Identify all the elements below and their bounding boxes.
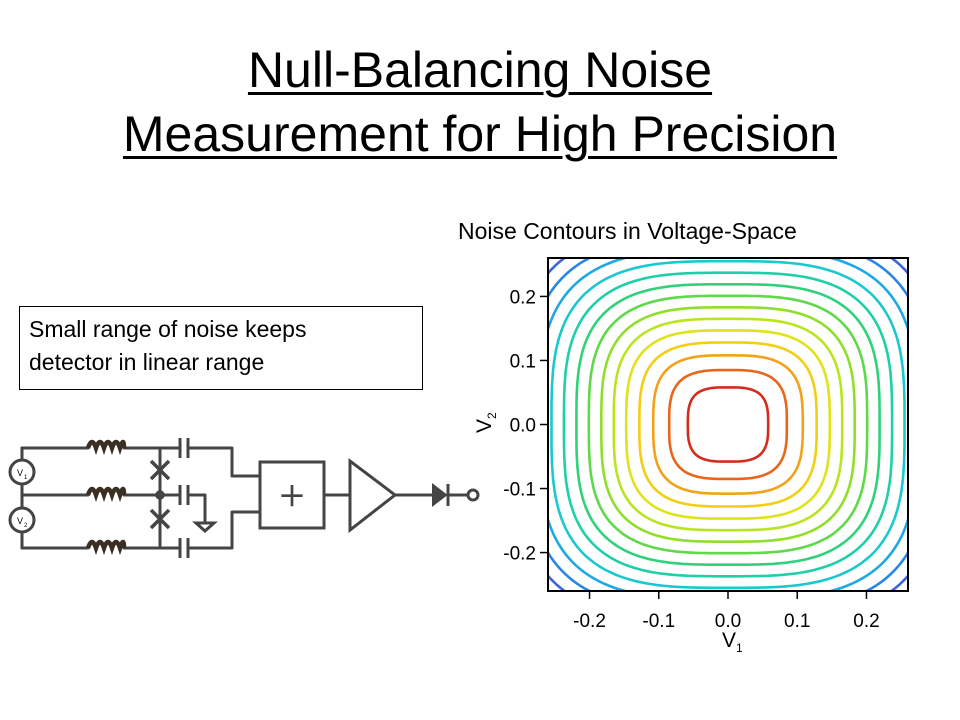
x-axis-label-sub: 1 <box>736 641 743 655</box>
contour-level-9 <box>562 271 894 578</box>
inductor-middle <box>85 486 127 503</box>
ground-symbol <box>192 521 218 534</box>
diode <box>432 482 450 508</box>
title-line-1: Null-Balancing Noise <box>247 42 713 98</box>
y-tick-label: 0.1 <box>510 351 536 372</box>
contour-level-13 <box>548 258 908 591</box>
x-axis: -0.2 -0.1 0.0 0.1 0.2 <box>573 591 880 632</box>
junctions <box>149 459 171 530</box>
chart-title: Noise Contours in Voltage-Space <box>458 218 797 244</box>
v2-sub: 2 <box>24 523 28 529</box>
summer-plus: + <box>278 475 307 515</box>
v2-label: V <box>17 516 23 526</box>
x-axis-label: V 1 <box>722 629 743 655</box>
amplifier-triangle <box>348 457 398 534</box>
voltage-source-v1: V 1 <box>8 458 36 486</box>
note-line-1: Small range of noise keeps <box>29 316 307 342</box>
x-tick-label: -0.2 <box>573 611 606 632</box>
x-axis-label-main: V <box>722 629 736 652</box>
contour-level-2 <box>651 354 805 495</box>
y-tick-label: -0.2 <box>503 544 536 565</box>
y-axis: -0.2 -0.1 0.0 0.1 0.2 <box>503 287 548 565</box>
note-line-2: detector in linear range <box>29 349 265 375</box>
contour-lines <box>489 204 960 646</box>
slide-title: Null-Balancing Noise Measurement for Hig… <box>0 38 960 166</box>
note-box: Small range of noise keeps detector in l… <box>19 306 423 390</box>
contour-level-14 <box>502 215 955 634</box>
y-axis-label-main: V <box>473 419 496 433</box>
x-tick-label: 0.2 <box>853 611 879 632</box>
contour-level-5 <box>612 317 844 532</box>
y-axis-label-sub: 2 <box>485 412 499 419</box>
summing-block: + <box>258 460 326 530</box>
inductor-top <box>85 439 127 456</box>
capacitors <box>178 438 190 558</box>
inductors <box>85 439 127 556</box>
title-line-2: Measurement for High Precision <box>122 106 838 162</box>
v1-sub: 1 <box>24 475 28 481</box>
contour-level-1 <box>667 368 789 481</box>
x-tick-label: 0.1 <box>784 611 810 632</box>
contour-level-0 <box>686 386 770 463</box>
contour-level-4 <box>624 329 832 520</box>
voltage-source-v2: V 2 <box>8 506 36 534</box>
output-terminal <box>466 488 480 502</box>
contour-level-8 <box>575 283 881 566</box>
contour-level-10 <box>550 259 906 590</box>
contour-level-7 <box>587 294 869 555</box>
y-tick-label: -0.1 <box>503 480 536 501</box>
contour-level-6 <box>600 306 856 543</box>
v1-label: V <box>17 468 23 478</box>
inductor-bottom <box>85 539 127 556</box>
contour-level-3 <box>638 341 818 508</box>
y-tick-label: 0.0 <box>510 416 536 437</box>
x-tick-label: -0.1 <box>642 611 675 632</box>
contour-level-15 <box>489 204 960 646</box>
contour-level-12 <box>548 258 908 591</box>
y-tick-label: 0.2 <box>510 287 536 308</box>
y-axis-label: V 2 <box>473 412 499 433</box>
x-tick-label: 0.0 <box>715 611 741 632</box>
